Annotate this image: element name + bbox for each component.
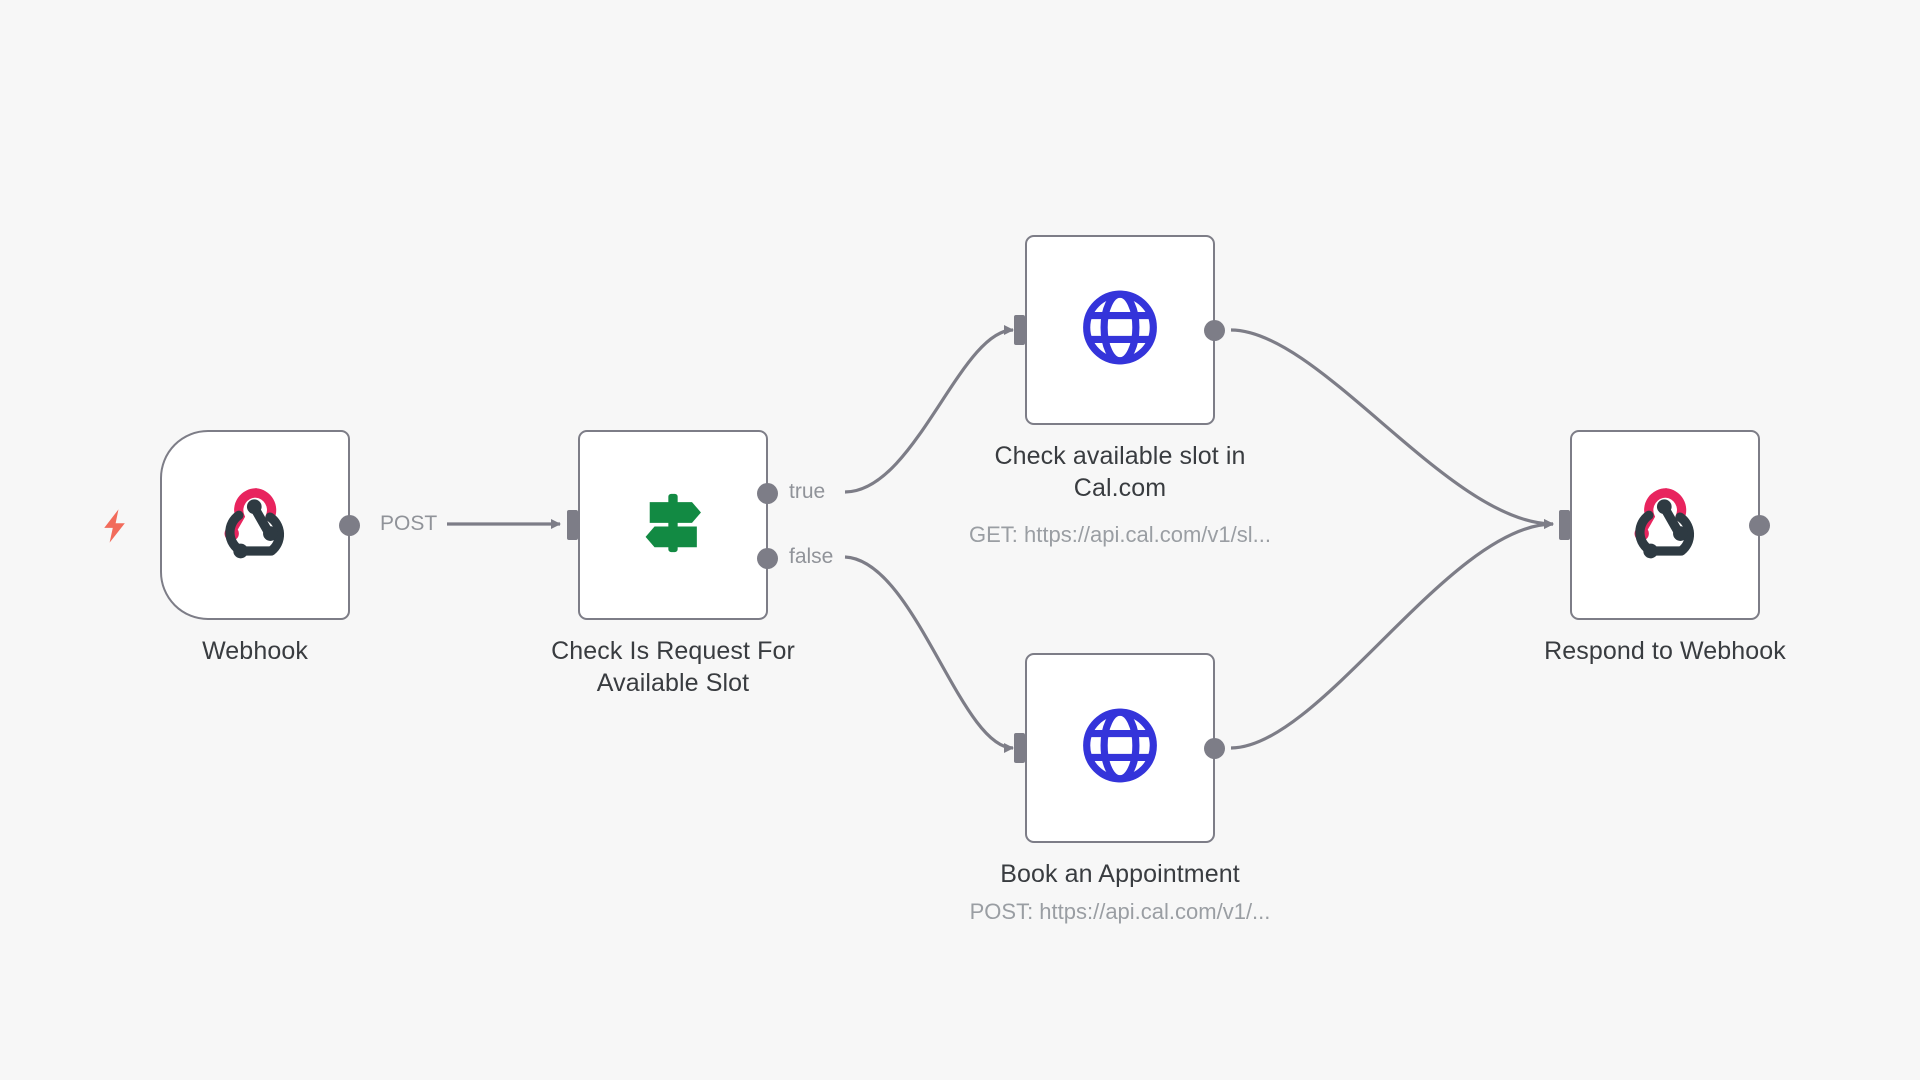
node-check-is-request-for-available-slot[interactable] bbox=[567, 430, 778, 620]
node-label-webhook: Webhook bbox=[202, 637, 308, 665]
node-book-an-appointment[interactable] bbox=[1014, 653, 1225, 843]
edge-label-true[interactable]: true bbox=[789, 480, 826, 503]
node-webhook[interactable] bbox=[160, 430, 360, 620]
port-out-respond[interactable] bbox=[1749, 514, 1770, 536]
node-label-http-book: Book an Appointment bbox=[1000, 860, 1240, 888]
port-in-http-check[interactable] bbox=[1014, 315, 1025, 345]
node-label-if: Check Is Request For Available Slot bbox=[551, 637, 795, 697]
port-out-if-true[interactable] bbox=[757, 483, 778, 504]
node-sublabel-http-check: GET: https://api.cal.com/v1/sl... bbox=[969, 522, 1271, 547]
edge-label-post[interactable]: POST bbox=[380, 512, 438, 535]
globe-icon bbox=[1079, 705, 1161, 792]
port-in-respond[interactable] bbox=[1559, 510, 1570, 540]
webhook-icon bbox=[212, 480, 298, 571]
globe-icon bbox=[1079, 287, 1161, 374]
node-respond-to-webhook[interactable] bbox=[1559, 430, 1770, 620]
port-out-http-check[interactable] bbox=[1204, 319, 1225, 341]
edge-if-false-to-http-book bbox=[844, 555, 1014, 753]
lightning-bolt-icon bbox=[96, 505, 134, 552]
webhook-icon bbox=[1622, 480, 1708, 571]
node-label-respond: Respond to Webhook bbox=[1544, 637, 1786, 665]
node-label-http-check: Check available slot in Cal.com bbox=[994, 442, 1246, 502]
port-out-http-book[interactable] bbox=[1204, 737, 1225, 759]
port-out-if-false[interactable] bbox=[757, 548, 778, 569]
signpost-icon bbox=[630, 480, 716, 571]
node-check-available-slot-in-cal-com[interactable] bbox=[1014, 235, 1225, 425]
node-sublabel-http-book: POST: https://api.cal.com/v1/... bbox=[969, 899, 1271, 924]
port-in-http-book[interactable] bbox=[1014, 733, 1025, 763]
port-out-webhook[interactable] bbox=[339, 514, 360, 536]
port-in-if[interactable] bbox=[567, 510, 578, 540]
edge-label-false[interactable]: false bbox=[789, 545, 834, 568]
